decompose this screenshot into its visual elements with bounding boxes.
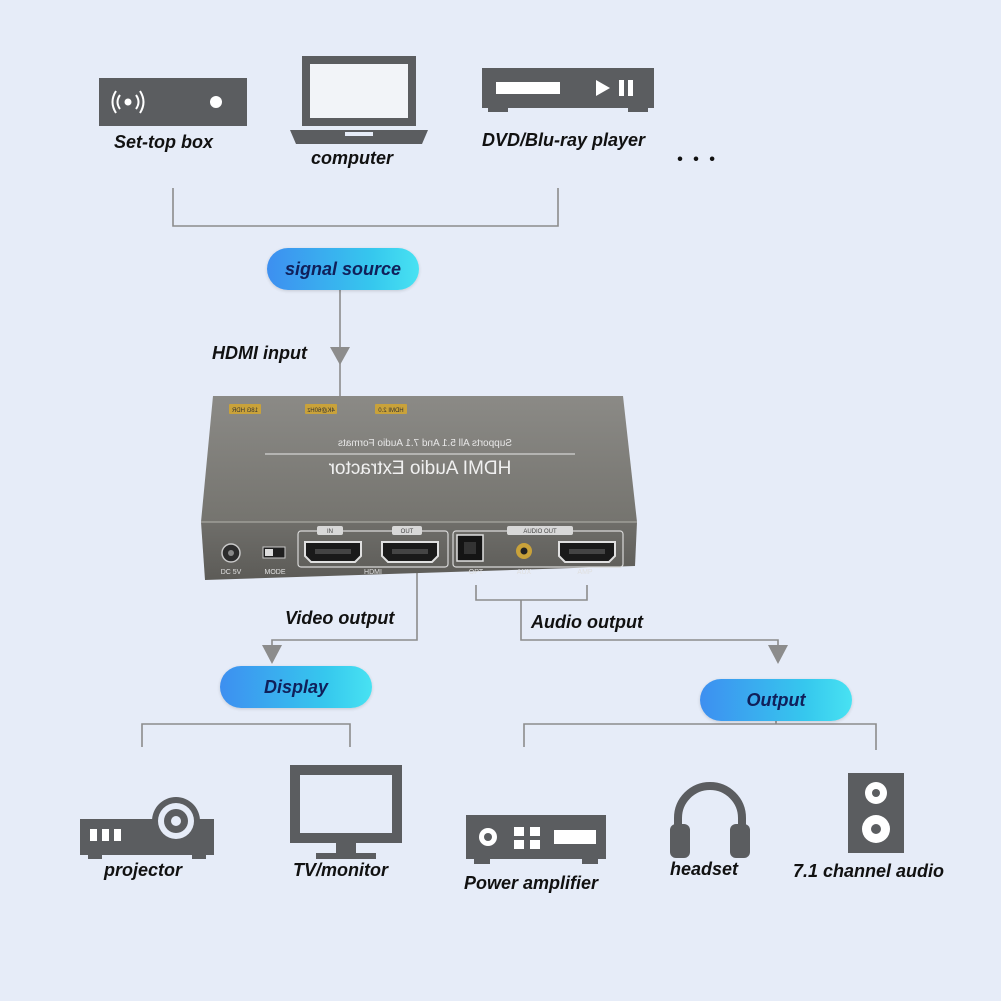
speaker-icon	[848, 773, 904, 853]
computer-label: computer	[311, 148, 394, 168]
projector-label: projector	[104, 860, 183, 880]
port-label-in: IN	[327, 529, 333, 535]
power-amplifier-label: Power amplifier	[464, 873, 599, 893]
device-badge-1-text: 18G HDR	[231, 408, 258, 414]
more-sources-ellipsis: • • •	[677, 151, 718, 168]
dvd-player-label: DVD/Blu-ray player	[482, 130, 646, 150]
port-label-out: OUT	[401, 529, 414, 535]
output-pill: Output	[700, 679, 852, 721]
signal-source-label: signal source	[284, 258, 402, 279]
dvd-player-icon	[482, 68, 654, 112]
port-label-audio-out: AUDIO OUT	[523, 529, 557, 535]
video-output-label: Video output	[285, 608, 395, 628]
computer-icon	[290, 56, 428, 144]
channel-audio-label: 7.1 channel audio	[793, 861, 945, 881]
device-subtitle: Supports All 5.1 And 7.1 Audio Formats	[338, 438, 512, 449]
device-title: HDMI Audio Extractor	[328, 458, 511, 479]
power-amplifier-icon	[466, 815, 606, 864]
port-label-opt: OPT	[469, 569, 484, 576]
port-label-aux: AUX	[517, 569, 532, 576]
display-label: Display	[263, 676, 329, 697]
hdmi-input-label: HDMI input	[212, 343, 307, 363]
tv-monitor-icon	[290, 765, 402, 859]
output-label: Output	[746, 689, 806, 710]
headset-icon	[670, 782, 750, 858]
device-badge-2-text: 4K@60Hz	[307, 408, 334, 414]
port-label-hdmi: HDMI	[364, 569, 382, 576]
signal-source-pill: signal source	[267, 248, 419, 290]
device-badge-3	[375, 404, 407, 414]
port-label-dc: DC 5V	[221, 569, 242, 576]
device-badge-1	[229, 404, 261, 414]
device-badge-2	[305, 404, 337, 414]
device-badge-3-text: HDMI 2.0	[378, 408, 404, 414]
audio-output-label: Audio output	[531, 612, 643, 632]
hdmi-audio-extractor-device: 18G HDR 4K@60Hz HDMI 2.0 Supports All 5.…	[201, 396, 637, 580]
tv-monitor-label: TV/monitor	[293, 860, 388, 880]
display-pill: Display	[220, 666, 372, 708]
set-top-box-label: Set-top box	[114, 132, 213, 152]
port-label-mode: MODE	[265, 569, 286, 576]
port-label-amp: AMP	[577, 569, 593, 576]
projector-icon	[80, 797, 214, 859]
set-top-box-icon	[99, 78, 247, 126]
headset-label: headset	[670, 859, 739, 879]
